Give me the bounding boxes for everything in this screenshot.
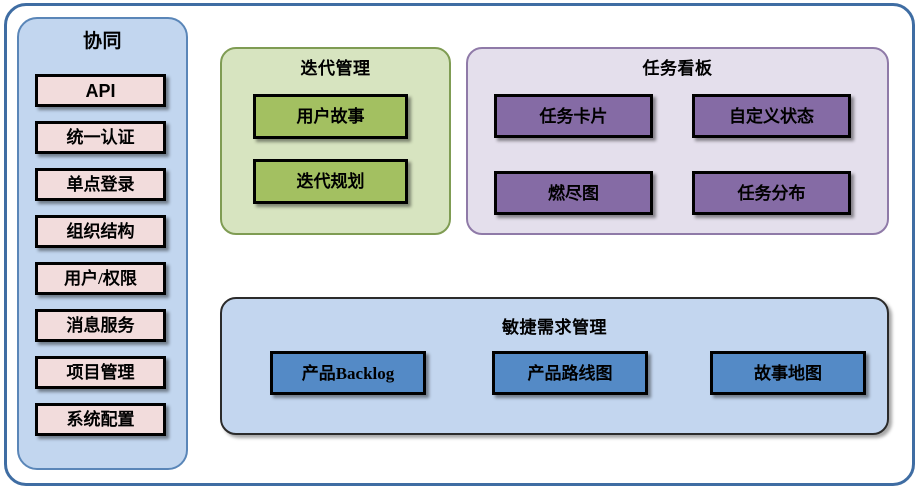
taskboard-item-burndown-chart[interactable]: 燃尽图 [494, 171, 653, 215]
sidebar-item-org-structure[interactable]: 组织结构 [35, 215, 166, 248]
taskboard-item-task-distribution[interactable]: 任务分布 [692, 171, 851, 215]
agile-item-story-map[interactable]: 故事地图 [710, 351, 866, 395]
taskboard-item-task-card[interactable]: 任务卡片 [494, 94, 653, 138]
panel-collaboration: 协同 API 统一认证 单点登录 组织结构 用户/权限 消息服务 项目管理 系统… [17, 17, 188, 470]
panel-agile-title: 敏捷需求管理 [502, 318, 607, 337]
agile-item-product-backlog[interactable]: 产品Backlog [270, 351, 426, 395]
panel-agile-requirements: 敏捷需求管理 产品Backlog 产品路线图 故事地图 [220, 297, 889, 435]
panel-collaboration-title: 协同 [82, 31, 122, 52]
panel-iteration-title: 迭代管理 [300, 59, 371, 78]
panel-task-board-title: 任务看板 [642, 59, 713, 78]
panel-iteration-management: 迭代管理 用户故事 迭代规划 [220, 47, 451, 235]
iteration-item-user-story[interactable]: 用户故事 [253, 94, 408, 139]
sidebar-item-unified-auth[interactable]: 统一认证 [35, 121, 166, 154]
agile-item-product-roadmap[interactable]: 产品路线图 [492, 351, 648, 395]
sidebar-item-project-management[interactable]: 项目管理 [35, 356, 166, 389]
outer-frame [4, 3, 915, 486]
sidebar-item-user-permission[interactable]: 用户/权限 [35, 262, 166, 295]
sidebar-item-single-sign-on[interactable]: 单点登录 [35, 168, 166, 201]
sidebar-item-api[interactable]: API [35, 74, 166, 107]
sidebar-item-system-config[interactable]: 系统配置 [35, 403, 166, 436]
panel-task-board: 任务看板 任务卡片 自定义状态 燃尽图 任务分布 [466, 47, 889, 235]
iteration-item-iteration-planning[interactable]: 迭代规划 [253, 159, 408, 204]
taskboard-item-custom-status[interactable]: 自定义状态 [692, 94, 851, 138]
sidebar-item-message-service[interactable]: 消息服务 [35, 309, 166, 342]
